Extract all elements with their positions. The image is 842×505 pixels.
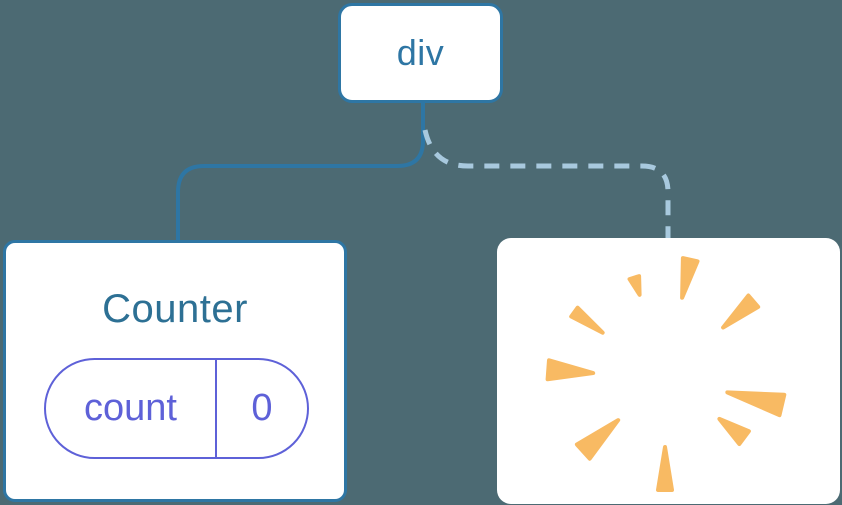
root-node-label: div	[396, 32, 445, 73]
dashed-connector	[422, 129, 671, 238]
poof-icon	[545, 256, 787, 492]
state-name: count	[84, 387, 177, 429]
counter-title: Counter	[102, 287, 248, 331]
removed-component-card	[497, 238, 840, 504]
solid-connector	[176, 103, 425, 240]
state-badge: count 0	[44, 358, 309, 459]
counter-component-card: Counter count 0	[3, 240, 347, 502]
state-value: 0	[215, 360, 307, 457]
root-node-div: div	[338, 3, 503, 103]
